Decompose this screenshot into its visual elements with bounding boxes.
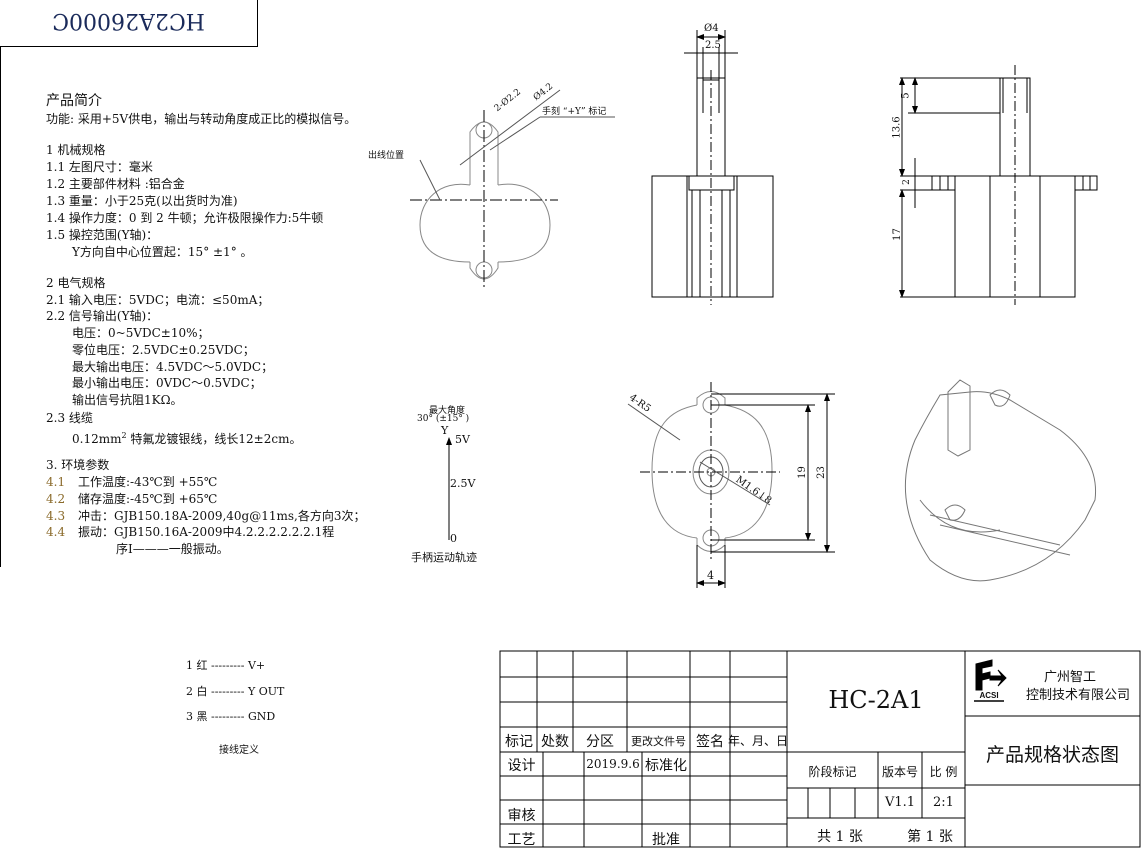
cable-desc: 特氟龙镀银线，线长12±2cm。 — [126, 432, 302, 446]
env-item: 4.4 振动：GJB150.16A-2009中4.2.2.2.2.2.2.1程 — [46, 524, 334, 541]
company-line1: 广州智工 — [1043, 670, 1096, 685]
drawing-code-box: HC2A26000C — [0, 0, 258, 47]
elec-line: 输出信号抗阻1KΩ。 — [72, 393, 183, 407]
mech-line: 1.4 操作力度：0 到 2 牛顿；允许极限操作力:5牛顿 — [46, 211, 324, 225]
tb-design-date: 2019.9.6 — [586, 757, 640, 771]
max-angle-value: 30° (±15° ) — [417, 414, 470, 424]
tb-header: 更改文件号 — [631, 735, 686, 748]
mech-line: 1.2 主要部件材料 :铝合金 — [46, 177, 185, 191]
wire-exit-label: 出线位置 — [368, 151, 405, 161]
side-view — [899, 65, 1098, 305]
tb-scale: 2:1 — [933, 795, 954, 810]
company-line2: 控制技术有限公司 — [1025, 688, 1130, 703]
ear-width-label: 4 — [707, 569, 714, 582]
wiring-caption: 接线定义 — [219, 745, 259, 756]
tb-stage-label: 阶段标记 — [808, 765, 857, 779]
tb-header: 年、月、日 — [728, 734, 789, 748]
shaft-dia-label: Ø4 — [704, 23, 719, 34]
tb-header: 处数 — [541, 734, 569, 750]
env-text: 冲击：GJB150.18A-2009,40g@11ms,各方向3次； — [78, 509, 366, 523]
env-text: 振动：GJB150.16A-2009中4.2.2.2.2.2.2.1程 — [78, 525, 335, 539]
env-item: 4.1 工作温度:-43℃到 +55℃ — [46, 474, 217, 491]
elec-line: 2.2 信号输出(Y轴)： — [46, 309, 159, 323]
company-logo — [974, 659, 1007, 702]
logo-text: ACSI — [979, 691, 999, 700]
tb-scale-label: 比 例 — [929, 765, 958, 779]
env-item: 4.3 冲击：GJB150.18A-2009,40g@11ms,各方向3次； — [46, 508, 366, 525]
env-text: 工作温度:-43℃到 +55℃ — [78, 475, 218, 489]
env-num: 4.4 — [46, 525, 66, 539]
intro-function: 功能: 采用+5V供电，输出与转动角度成正比的模拟信号。 — [46, 112, 357, 126]
env-num: 4.1 — [46, 475, 66, 489]
tb-header: 签名 — [696, 734, 724, 750]
env-num: 4.3 — [46, 509, 66, 523]
tb-version-label: 版本号 — [881, 765, 918, 779]
mech-line: 1.3 重量：小于25克(以出货时为准) — [46, 194, 238, 208]
elec-heading: 2 电气规格 — [46, 276, 106, 290]
tb-header: 分区 — [586, 734, 614, 750]
label-5v: 5V — [455, 433, 470, 446]
env-heading: 3. 环境参数 — [46, 458, 110, 472]
tb-approve-label: 批准 — [652, 832, 680, 848]
tb-model: HC-2A1 — [828, 686, 924, 714]
wire-row: 3 黑 --------- GND — [186, 710, 276, 723]
cable-sup: 2 — [121, 431, 127, 440]
env-text: 储存温度:-45℃到 +65℃ — [78, 492, 218, 506]
wire-row: 2 白 --------- Y OUT — [186, 685, 285, 698]
elec-line: 2.3 线缆 — [46, 411, 93, 425]
bottom-view — [627, 382, 835, 588]
motion-caption: 手柄运动轨迹 — [411, 551, 477, 564]
mech-line: 1.5 操控范围(Y轴)： — [46, 228, 159, 242]
env-num: 4.2 — [46, 492, 66, 506]
elec-line: 零位电压：2.5VDC±0.25VDC； — [72, 343, 255, 357]
elec-line: 最小输出电压：0VDC～0.5VDC； — [72, 376, 262, 390]
elec-line: 电压：0~5VDC±10%； — [72, 326, 210, 340]
wire-row: 1 红 --------- V+ — [186, 659, 266, 672]
tb-design-label: 设计 — [507, 758, 536, 774]
cable-spec: 0.12mm2 特氟龙镀银线，线长12±2cm。 — [72, 427, 301, 448]
label-2-5v: 2.5V — [450, 477, 476, 490]
title-block-grid — [499, 650, 1141, 848]
elec-line: 2.1 输入电压：5VDC；电流：≤50mA； — [46, 293, 270, 307]
y-mark-label: 手刻 “+Y” 标记 — [542, 107, 607, 117]
tb-header: 标记 — [505, 734, 533, 750]
intro-title: 产品简介 — [46, 93, 102, 109]
mech-line: Y方向自中心位置起：15° ±1° 。 — [72, 245, 253, 259]
left-border — [0, 47, 1, 567]
isometric-view — [904, 379, 1097, 582]
tb-review-label: 审核 — [507, 808, 536, 824]
label-0: 0 — [450, 532, 457, 545]
tb-version: V1.1 — [884, 795, 916, 810]
mech-line: 1.1 左图尺寸：毫米 — [46, 160, 153, 174]
axis-label: Y — [441, 424, 449, 437]
env-item: 4.2 储存温度:-45℃到 +65℃ — [46, 491, 217, 508]
max-angle-label: 最大角度 — [429, 406, 466, 416]
shaft-flat-label: 2.5 — [705, 40, 721, 51]
doc-title: 产品规格状态图 — [985, 744, 1119, 766]
tb-standard-label: 标准化 — [645, 758, 687, 774]
env-continuation: 序I———一般振动。 — [116, 542, 229, 556]
elec-line: 最大输出电压：4.5VDC～5.0VDC； — [72, 360, 274, 374]
cable-size: 0.12mm — [72, 432, 122, 446]
tb-sheets-total: 共 1 张 — [817, 829, 863, 845]
tb-sheet-no: 第 1 张 — [907, 829, 953, 845]
tb-process-label: 工艺 — [507, 832, 536, 848]
mech-heading: 1 机械规格 — [46, 143, 106, 157]
front-view — [651, 30, 774, 305]
